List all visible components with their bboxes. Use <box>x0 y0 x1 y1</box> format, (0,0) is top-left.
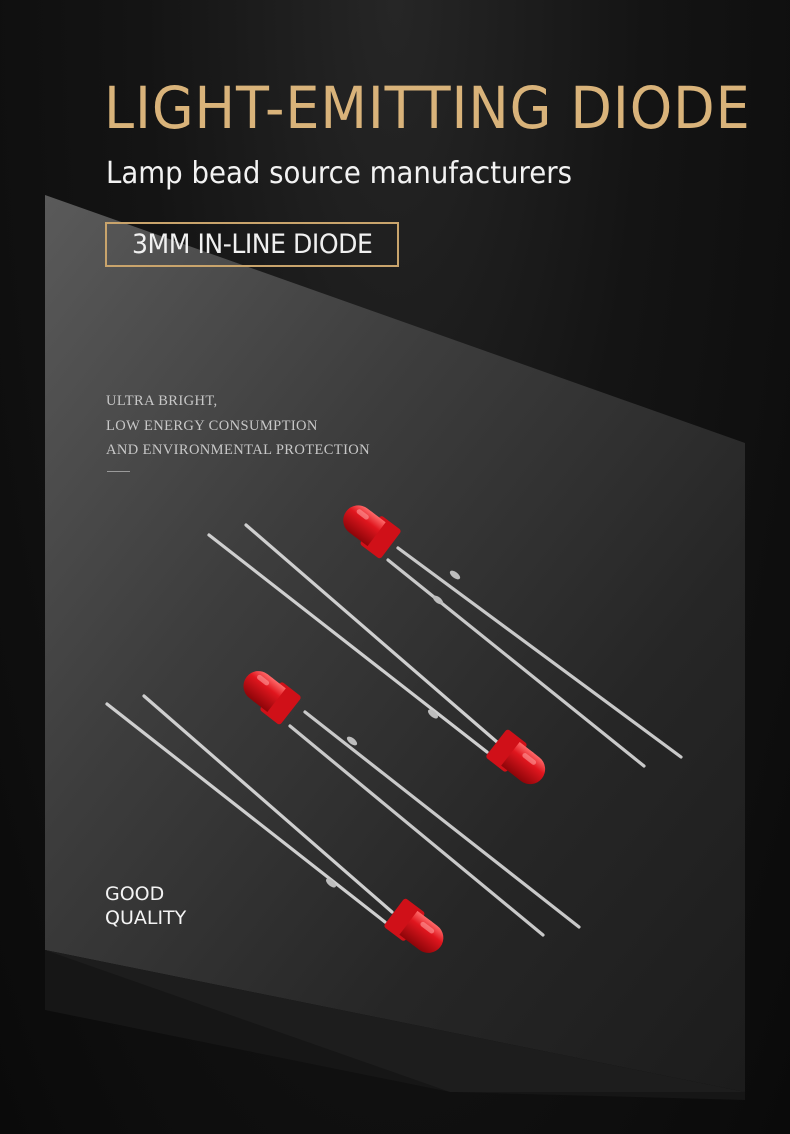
led-bottom <box>105 694 444 953</box>
page-subtitle: Lamp bead source manufacturers <box>106 156 572 191</box>
feature-line-1: ULTRA BRIGHT, <box>106 393 218 409</box>
led-top <box>343 505 683 768</box>
quality-line-1: GOOD <box>105 883 165 905</box>
quality-line-2: QUALITY <box>105 907 187 929</box>
led-middle <box>207 523 546 785</box>
product-badge-label: 3MM IN-LINE DIODE <box>131 229 373 260</box>
feature-divider <box>107 471 130 472</box>
page-title: LIGHT-EMITTING DIODE <box>104 74 751 142</box>
quality-text: GOOD QUALITY <box>105 882 186 930</box>
feature-line-3: AND ENVIRONMENTAL PROTECTION <box>106 442 371 458</box>
led-lower <box>243 671 581 937</box>
feature-line-2: LOW ENERGY CONSUMPTION <box>106 417 318 434</box>
feature-list: ULTRA BRIGHT, LOW ENERGY CONSUMPTION AND… <box>106 389 370 463</box>
product-badge: 3MM IN-LINE DIODE <box>105 222 399 267</box>
